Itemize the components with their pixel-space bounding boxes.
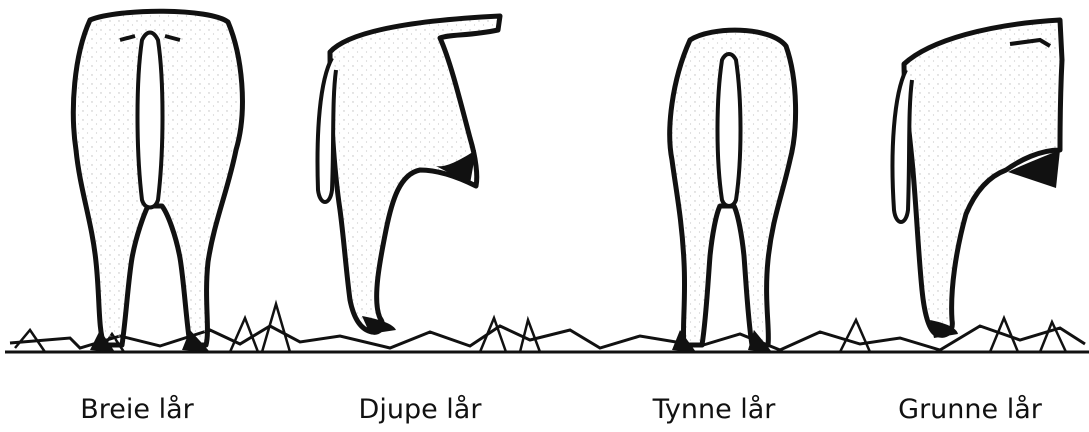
cow-side-deep	[318, 16, 500, 334]
caption-djupe: Djupe lår	[310, 392, 530, 428]
caption-grunne: Grunne lår	[860, 392, 1080, 428]
cow-rear-wide	[73, 11, 242, 352]
cow-rear-thin	[670, 30, 796, 352]
cow-side-shallow	[893, 20, 1063, 338]
caption-tynne: Tynne lår	[604, 392, 824, 428]
caption-breie: Breie lår	[27, 392, 247, 428]
